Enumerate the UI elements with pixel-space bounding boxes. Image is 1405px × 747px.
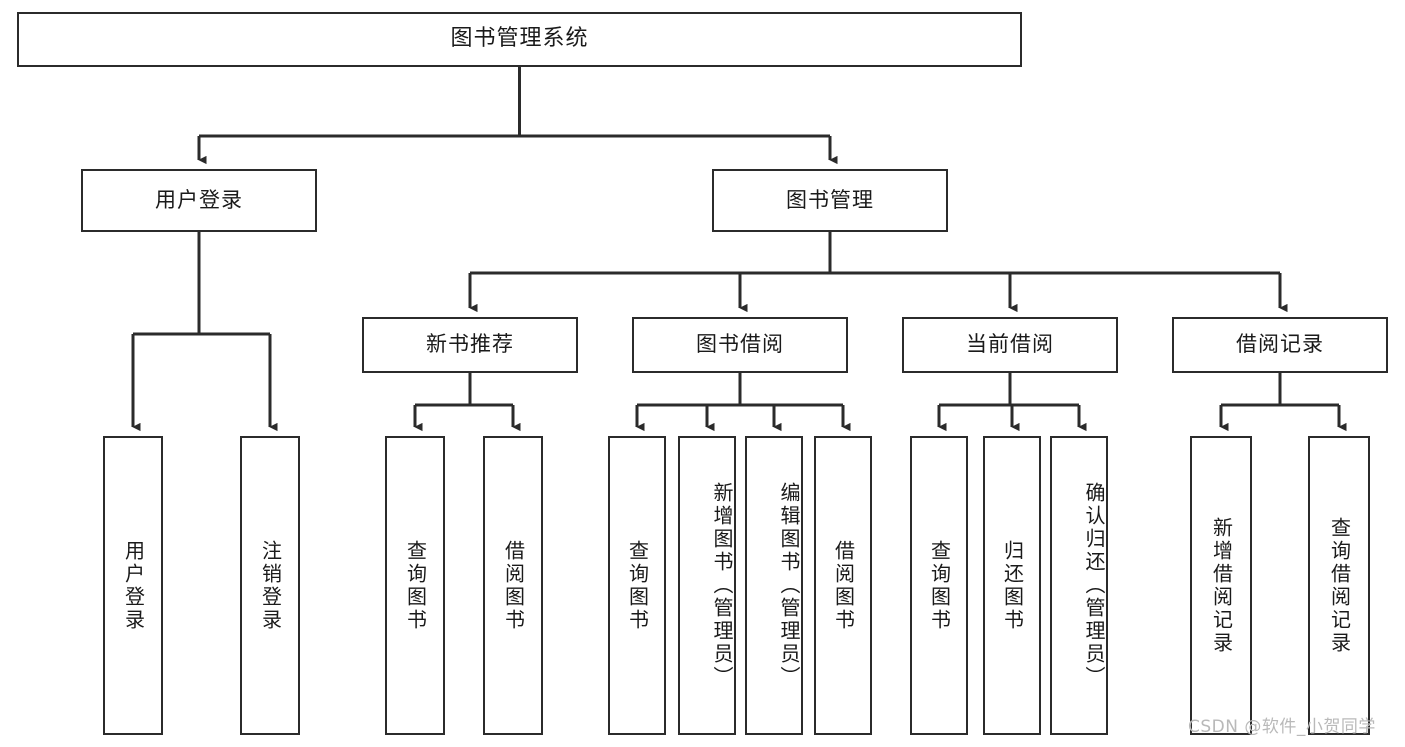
node-label: 借阅图书 (831, 539, 856, 632)
node-label: 查询借阅记录 (1327, 516, 1352, 655)
node-new-book-recommendation[interactable]: 新书推荐 (362, 317, 578, 373)
leaf-return-books[interactable]: 归还图书 (983, 436, 1041, 735)
node-label: 借阅记录 (1236, 332, 1324, 357)
node-book-management[interactable]: 图书管理 (712, 169, 948, 232)
node-label: 确认归还（管理员） (1082, 482, 1106, 689)
leaf-borrow-books-borrowing[interactable]: 借阅图书 (814, 436, 872, 735)
leaf-user-login[interactable]: 用户登录 (103, 436, 163, 735)
leaf-add-book-admin[interactable]: 新增图书（管理员） (678, 436, 736, 735)
node-label: 图书管理 (786, 187, 874, 212)
node-label: 用户登录 (121, 539, 146, 632)
csdn-watermark: CSDN @软件_小贺同学 (1188, 717, 1376, 737)
node-book-borrowing[interactable]: 图书借阅 (632, 317, 848, 373)
leaf-query-books-current[interactable]: 查询图书 (910, 436, 968, 735)
leaf-confirm-return-admin[interactable]: 确认归还（管理员） (1050, 436, 1108, 735)
node-label: 借阅图书 (501, 539, 526, 632)
node-label: 归还图书 (1000, 539, 1025, 632)
leaf-query-books-newbook[interactable]: 查询图书 (385, 436, 445, 735)
node-label: 注销登录 (258, 539, 283, 632)
node-label: 新增图书（管理员） (710, 482, 734, 689)
node-label: 用户登录 (155, 187, 243, 212)
leaf-query-borrow-record[interactable]: 查询借阅记录 (1308, 436, 1370, 735)
node-root-book-management-system[interactable]: 图书管理系统 (17, 12, 1022, 67)
leaf-add-borrow-record[interactable]: 新增借阅记录 (1190, 436, 1252, 735)
node-label: 查询图书 (927, 539, 952, 632)
leaf-query-books-borrowing[interactable]: 查询图书 (608, 436, 666, 735)
leaf-logout[interactable]: 注销登录 (240, 436, 300, 735)
node-label: 图书借阅 (696, 332, 784, 357)
node-label: 新书推荐 (426, 332, 514, 357)
node-label: 图书管理系统 (450, 26, 589, 52)
leaf-borrow-books-newbook[interactable]: 借阅图书 (483, 436, 543, 735)
node-label: 当前借阅 (966, 332, 1054, 357)
node-label: 查询图书 (403, 539, 428, 632)
node-current-borrowing[interactable]: 当前借阅 (902, 317, 1118, 373)
leaf-edit-book-admin[interactable]: 编辑图书（管理员） (745, 436, 803, 735)
node-user-login[interactable]: 用户登录 (81, 169, 317, 232)
node-borrow-records[interactable]: 借阅记录 (1172, 317, 1388, 373)
node-label: 新增借阅记录 (1209, 516, 1234, 655)
node-label: 编辑图书（管理员） (777, 482, 801, 689)
node-label: 查询图书 (625, 539, 650, 632)
